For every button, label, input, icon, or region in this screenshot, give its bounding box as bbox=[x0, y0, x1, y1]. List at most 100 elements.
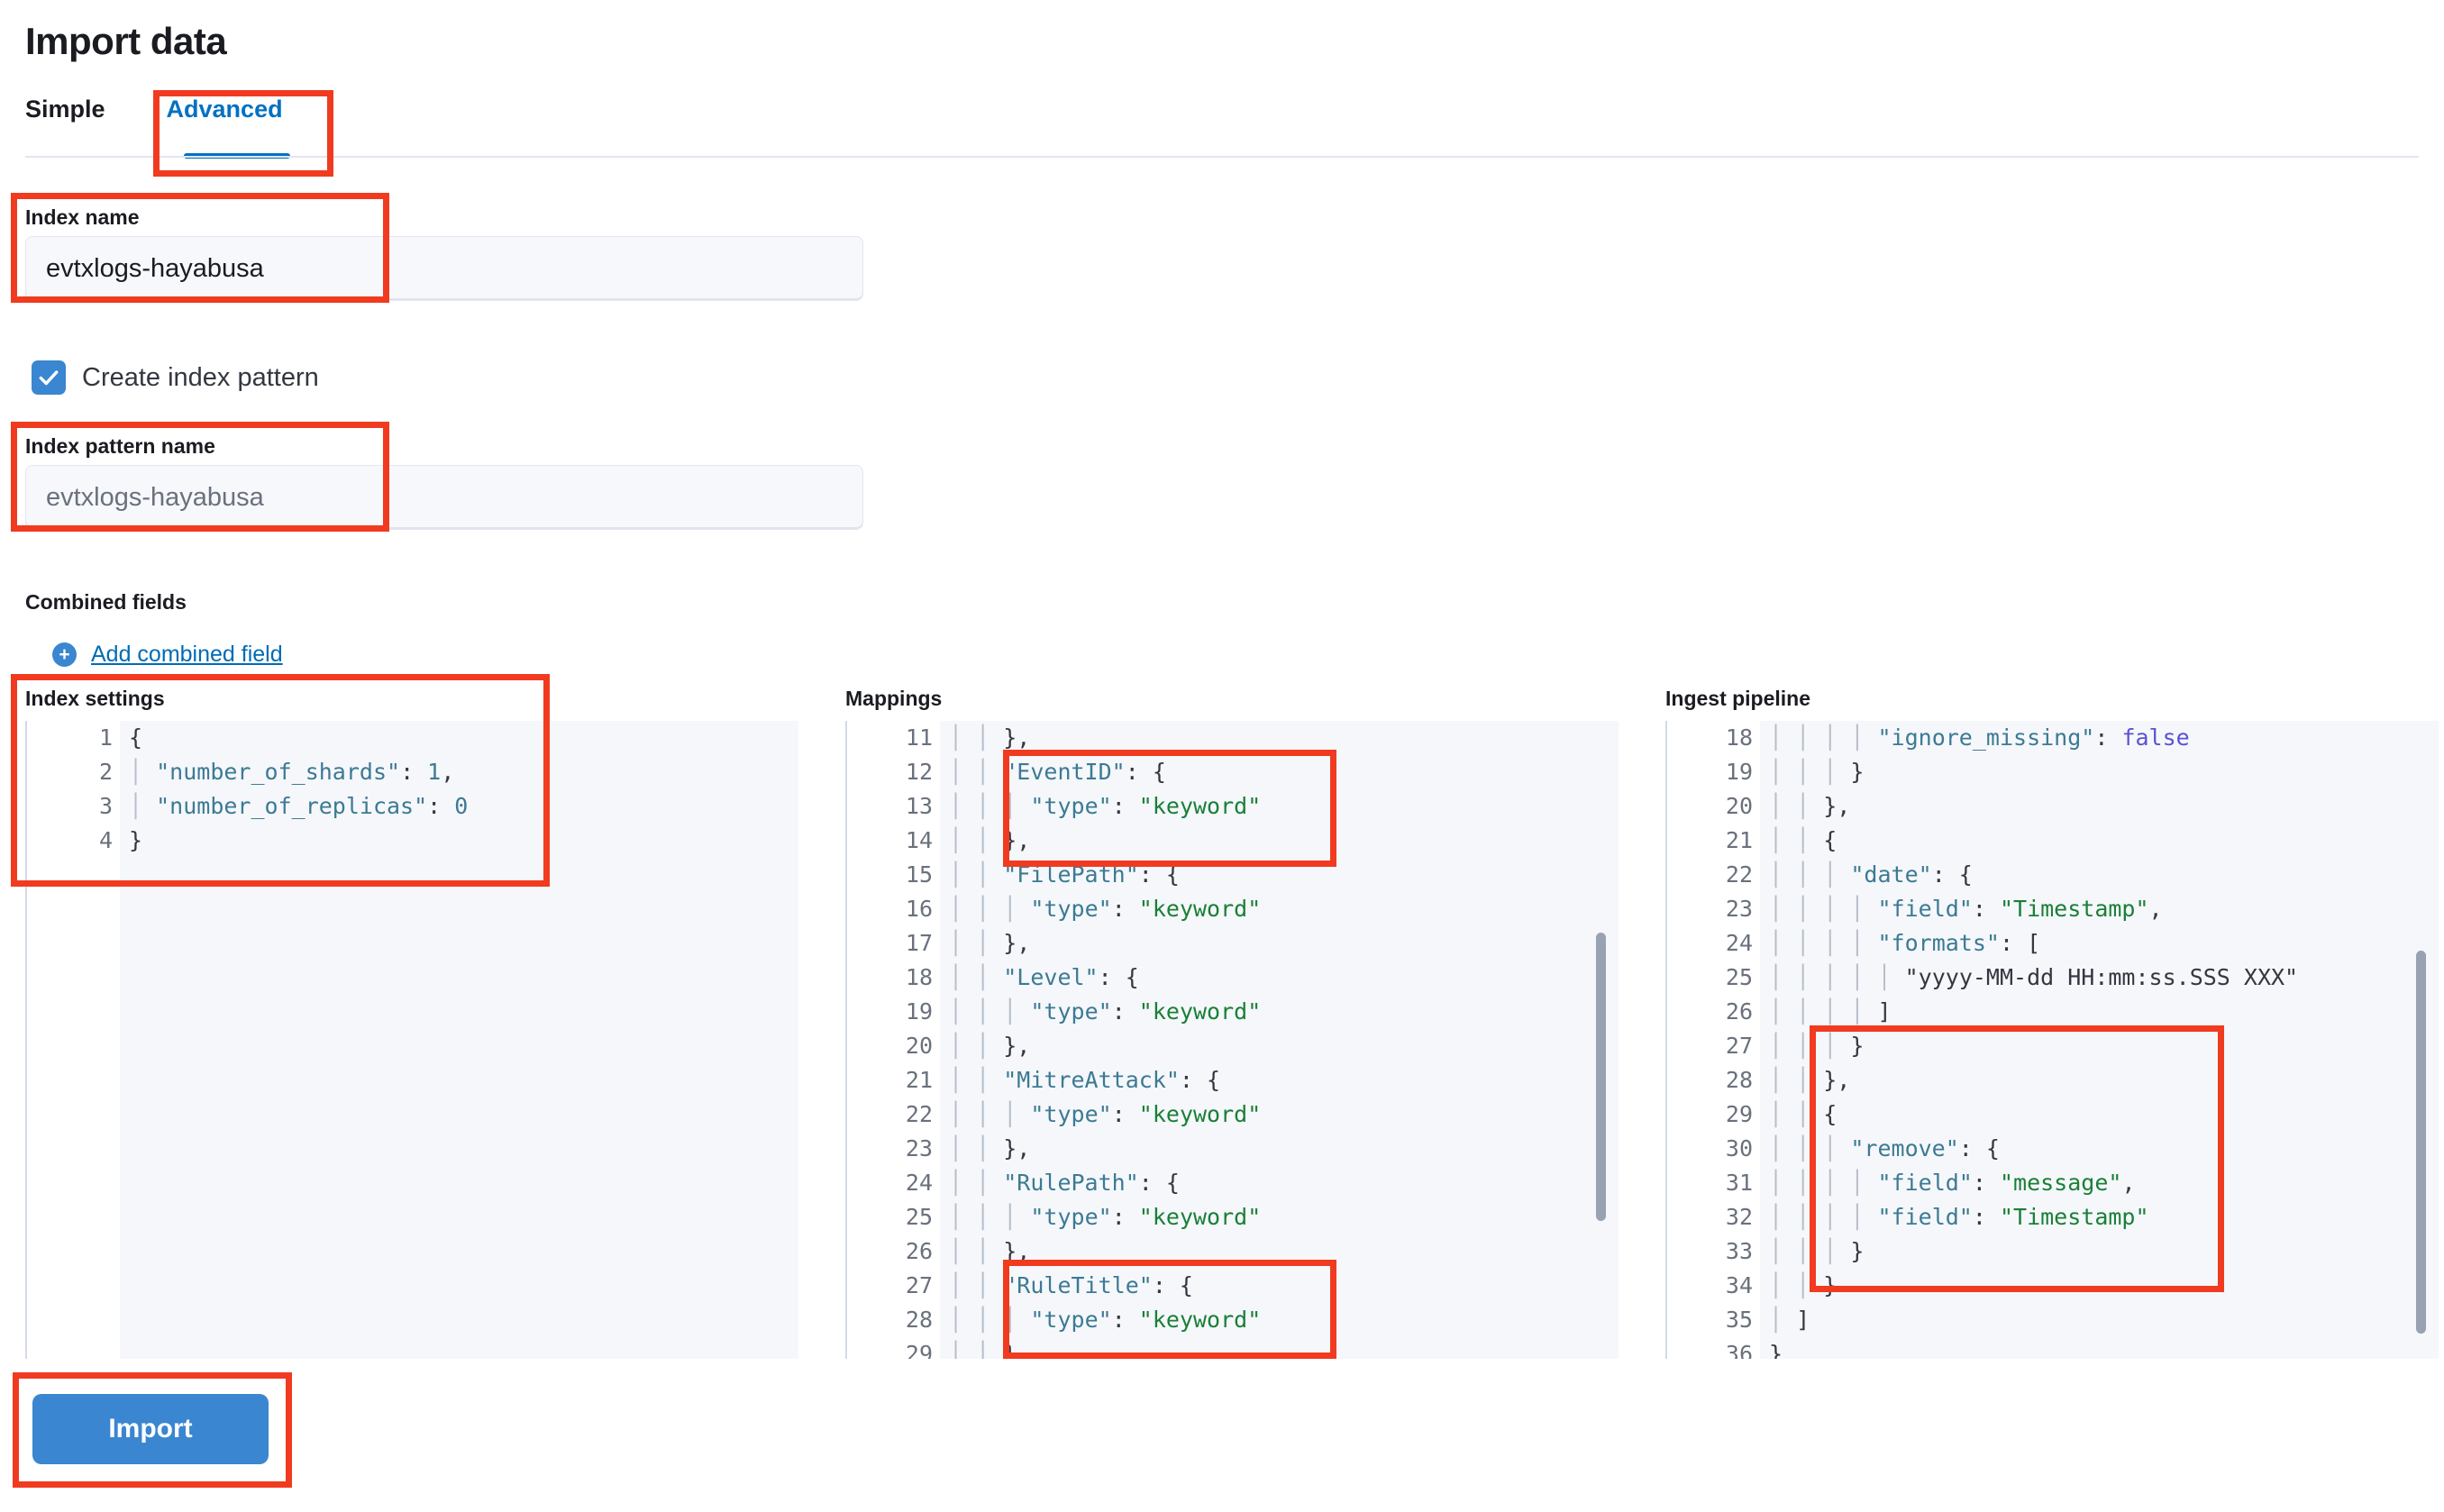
indent-guide: │ bbox=[1769, 930, 1783, 956]
import-button[interactable]: Import bbox=[32, 1394, 269, 1464]
indent-guide: │ bbox=[949, 1238, 963, 1264]
tab-advanced[interactable]: Advanced bbox=[166, 96, 283, 123]
code-line: │ "number_of_shards": 1, bbox=[129, 759, 455, 785]
indent-guide: │ bbox=[1769, 1307, 1783, 1333]
code-key: "Level" bbox=[1003, 964, 1099, 990]
indent-guide: │ bbox=[976, 1272, 990, 1298]
indent-guide: │ bbox=[1769, 964, 1783, 990]
indent-guide: │ bbox=[1769, 1170, 1783, 1196]
tab-simple[interactable]: Simple bbox=[25, 96, 105, 123]
indent-guide: │ bbox=[1796, 896, 1810, 922]
indent-guide: │ bbox=[1877, 964, 1892, 990]
indent-guide: │ bbox=[1769, 1033, 1783, 1059]
indent-guide: │ bbox=[1796, 1238, 1810, 1264]
indent-guide: │ bbox=[1823, 930, 1838, 956]
code-line: │ │ { bbox=[1769, 827, 1838, 853]
line-number: 23 bbox=[905, 1135, 933, 1161]
indent-guide: │ bbox=[1850, 964, 1865, 990]
indent-guide: │ bbox=[976, 793, 990, 819]
indent-guide: │ bbox=[949, 964, 963, 990]
code-string: "keyword" bbox=[1138, 998, 1262, 1025]
line-number-gutter: 18192021▾22▾2324▾2526272829▾30▾313233343… bbox=[1665, 721, 1776, 1359]
line-number: 2 bbox=[98, 759, 113, 785]
indent-guide: │ bbox=[1796, 1170, 1810, 1196]
code-area[interactable]: {│ "number_of_shards": 1,│ "number_of_re… bbox=[120, 721, 798, 1359]
code-key: "type" bbox=[1030, 1101, 1112, 1127]
code-key: "number_of_replicas" bbox=[156, 793, 428, 819]
indent-guide: │ bbox=[1823, 1033, 1838, 1059]
indent-guide: │ bbox=[949, 1204, 963, 1230]
line-number: 30▾ bbox=[1667, 1132, 1776, 1166]
code-line: │ │ │ │ "field": "message", bbox=[1769, 1170, 2136, 1196]
line-number: 25 bbox=[1725, 964, 1753, 990]
line-number-gutter: 1▾234 bbox=[25, 721, 136, 1359]
code-line: │ │ │ "type": "keyword" bbox=[949, 896, 1262, 922]
code-line: } bbox=[129, 827, 143, 853]
code-area[interactable]: │ │ }, │ │ "EventID": { │ │ │ "type": "key… bbox=[940, 721, 1619, 1359]
ingest-pipeline-scrollbar[interactable] bbox=[2416, 951, 2426, 1334]
code-area[interactable]: │ │ │ │ "ignore_missing": false│ │ │ }│ … bbox=[1760, 721, 2439, 1359]
index-settings-editor[interactable]: 1▾234{│ "number_of_shards": 1,│ "number_… bbox=[25, 721, 798, 1359]
line-number: 31 bbox=[1725, 1170, 1753, 1196]
code-line: │ │ } bbox=[1769, 1272, 1838, 1298]
indent-guide: │ bbox=[1769, 1101, 1783, 1127]
indent-guide: │ bbox=[1003, 1101, 1017, 1127]
code-line: │ │ "RulePath": { bbox=[949, 1170, 1180, 1196]
code-line: │ │ "MitreAttack": { bbox=[949, 1067, 1221, 1093]
indent-guide: │ bbox=[1850, 896, 1865, 922]
code-line: │ │ "RuleTitle": { bbox=[949, 1272, 1193, 1298]
line-number: 25 bbox=[905, 1204, 933, 1230]
index-pattern-name-input[interactable]: evtxlogs-hayabusa bbox=[25, 465, 863, 530]
line-number: 11 bbox=[905, 724, 933, 751]
line-number: 1▾ bbox=[27, 721, 136, 755]
index-name-input[interactable]: evtxlogs-hayabusa bbox=[25, 236, 863, 301]
line-number: 3 bbox=[98, 793, 113, 819]
line-number: 19 bbox=[1725, 759, 1753, 785]
indent-guide: │ bbox=[949, 759, 963, 785]
indent-guide: │ bbox=[949, 827, 963, 853]
ingest-pipeline-editor[interactable]: 18192021▾22▾2324▾2526272829▾30▾313233343… bbox=[1665, 721, 2439, 1359]
code-line: │ │ }, bbox=[949, 827, 1031, 853]
code-line: │ │ }, bbox=[949, 930, 1031, 956]
indent-guide: │ bbox=[1769, 827, 1783, 853]
indent-guide: │ bbox=[1796, 724, 1810, 751]
combined-fields-label: Combined fields bbox=[25, 590, 187, 614]
code-line: │ │ │ │ │ "yyyy-MM-dd HH:mm:ss.SSS XXX" bbox=[1769, 964, 2299, 990]
code-line: │ │ "EventID": { bbox=[949, 759, 1166, 785]
code-key: "MitreAttack" bbox=[1003, 1067, 1180, 1093]
indent-guide: │ bbox=[1850, 930, 1865, 956]
code-line: │ ] bbox=[1769, 1307, 1810, 1333]
indent-guide: │ bbox=[949, 930, 963, 956]
line-number: 19 bbox=[905, 998, 933, 1025]
line-number: 35 bbox=[1725, 1307, 1753, 1333]
code-line: │ │ │ │ "field": "Timestamp" bbox=[1769, 1204, 2149, 1230]
code-key: "number_of_shards" bbox=[156, 759, 401, 785]
indent-guide: │ bbox=[1796, 1135, 1810, 1161]
code-string: "keyword" bbox=[1138, 896, 1262, 922]
add-combined-field-button[interactable]: + Add combined field bbox=[52, 642, 283, 668]
create-index-pattern-row[interactable]: Create index pattern bbox=[32, 360, 319, 395]
line-number: 36 bbox=[1725, 1341, 1753, 1359]
indent-guide: │ bbox=[129, 759, 143, 785]
indent-guide: │ bbox=[1769, 998, 1783, 1025]
mappings-scrollbar[interactable] bbox=[1596, 933, 1606, 1221]
code-string: "Timestamp" bbox=[1999, 1204, 2149, 1230]
indent-guide: │ bbox=[976, 1135, 990, 1161]
line-number: 24▾ bbox=[1667, 926, 1776, 961]
indent-guide: │ bbox=[1769, 1238, 1783, 1264]
line-number: 22 bbox=[905, 1101, 933, 1127]
line-number: 17 bbox=[905, 930, 933, 956]
line-number: 12▾ bbox=[847, 755, 956, 789]
indent-guide: │ bbox=[976, 930, 990, 956]
indent-guide: │ bbox=[1769, 1067, 1783, 1093]
indent-guide: │ bbox=[1769, 1272, 1783, 1298]
indent-guide: │ bbox=[949, 998, 963, 1025]
create-index-pattern-checkbox[interactable] bbox=[32, 360, 66, 395]
line-number: 20 bbox=[905, 1033, 933, 1059]
mappings-editor[interactable]: 1112▾131415▾161718▾192021▾222324▾252627▾… bbox=[845, 721, 1619, 1359]
index-settings-title: Index settings bbox=[25, 687, 165, 710]
indent-guide: │ bbox=[1796, 1033, 1810, 1059]
ingest-pipeline-title: Ingest pipeline bbox=[1665, 687, 1811, 710]
indent-guide: │ bbox=[1003, 793, 1017, 819]
code-string: "keyword" bbox=[1138, 1204, 1262, 1230]
